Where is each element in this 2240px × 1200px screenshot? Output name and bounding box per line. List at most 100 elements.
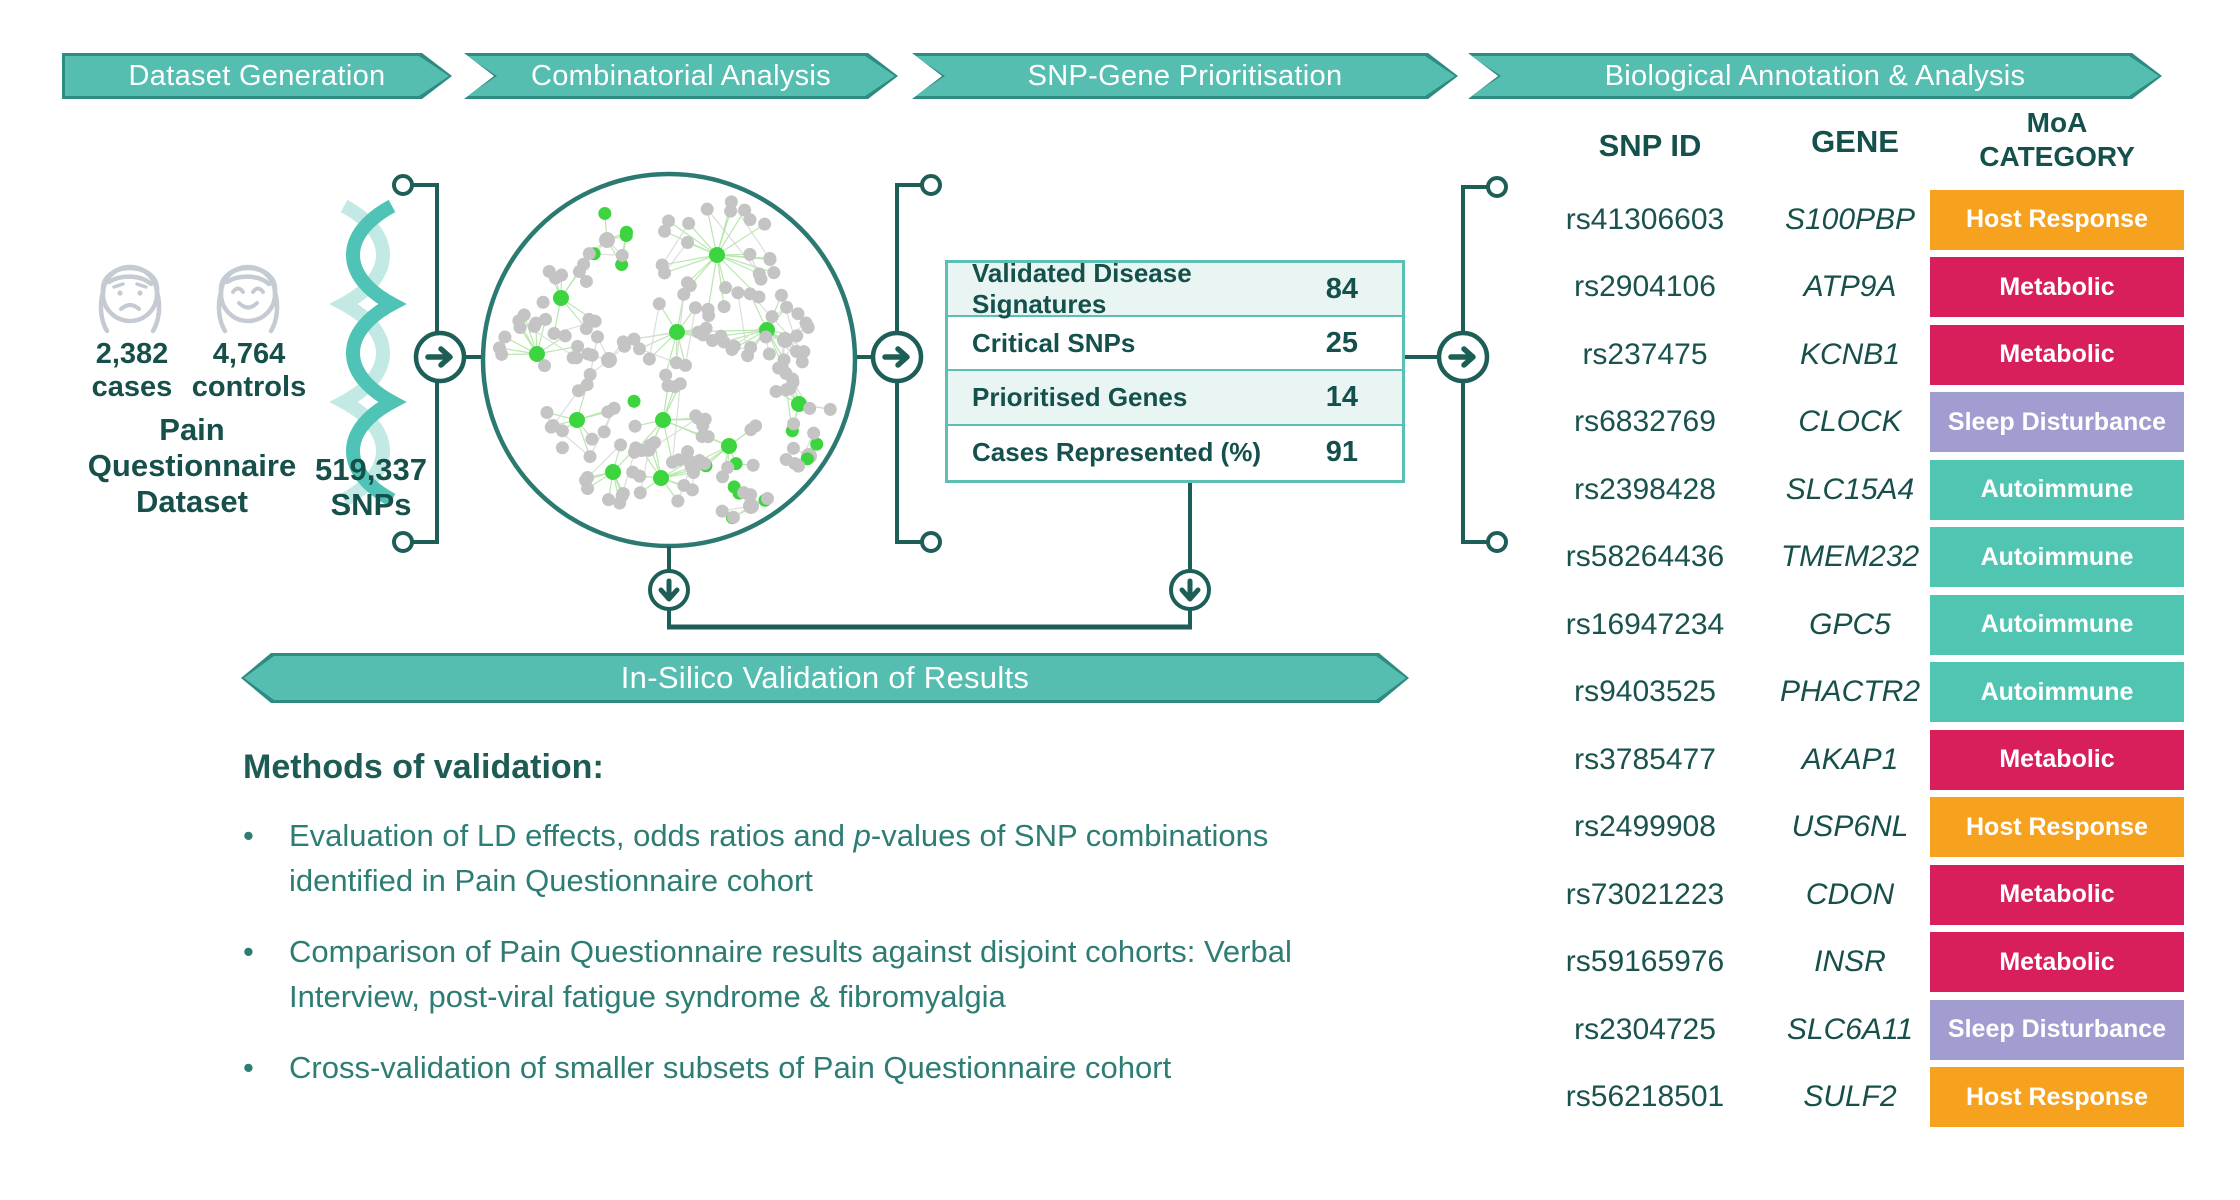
dataset-name-line1: Pain Questionnaire <box>87 412 297 483</box>
banner-fill <box>1471 56 2159 96</box>
snp-id: rs6832769 <box>1574 405 1716 439</box>
banner-label: In-Silico Validation of Results <box>620 660 1030 695</box>
snp-id: rs237475 <box>1582 337 1708 371</box>
snp-table-header-snp: SNP ID <box>1598 128 1702 163</box>
gene-name: CLOCK <box>1798 405 1902 439</box>
method-bullet: • Evaluation of LD effects, odds ratios a… <box>243 813 1323 903</box>
result-value: 84 <box>1325 272 1358 305</box>
snp-id: rs73021223 <box>1565 877 1725 911</box>
banner-label: SNP-Gene Prioritisation <box>1027 59 1343 92</box>
snp-count: 519,337 <box>314 452 428 487</box>
pipeline-step-combinatorial-analysis: Combinatorial Analysis <box>464 53 898 99</box>
snp-id: rs58264436 <box>1565 540 1725 574</box>
result-label: Prioritised Genes <box>972 381 1188 412</box>
methods-bullet-list: • Evaluation of LD effects, odds ratios a… <box>243 813 1323 1090</box>
moa-category-badge: Metabolic <box>1930 257 2184 318</box>
moa-category-badge: Metabolic <box>1930 729 2184 790</box>
gene-name: SLC15A4 <box>1785 472 1915 506</box>
snp-count-label: 519,337 SNPs <box>306 452 436 522</box>
result-label: Validated Disease Signatures <box>972 258 1192 320</box>
gene-name: USP6NL <box>1791 810 1909 844</box>
methods-heading: Methods of validation: <box>243 748 604 786</box>
result-value: 91 <box>1325 436 1358 469</box>
snp-table-row: rs73021223 CDON Metabolic <box>1520 861 2184 929</box>
snp-table-row: rs58264436 TMEM232 Autoimmune <box>1520 524 2184 592</box>
controls-count-label: 4,764 controls <box>186 338 312 404</box>
dataset-name-line2: Dataset <box>136 484 248 519</box>
gene-name: TMEM232 <box>1780 540 1920 574</box>
banner-label: Combinatorial Analysis <box>531 59 831 92</box>
result-row: Prioritised Genes 14 <box>948 371 1402 426</box>
result-value: 14 <box>1325 380 1358 413</box>
happy-face-icon <box>216 264 280 334</box>
snp-table-row: rs2499908 USP6NL Host Response <box>1520 794 2184 862</box>
moa-header-line1: MoA <box>2026 107 2088 138</box>
sad-face-icon <box>98 264 162 334</box>
bullet-text: Evaluation of LD effects, odds ratios an… <box>289 818 1269 898</box>
moa-category-badge: Autoimmune <box>1930 527 2184 588</box>
cases-count: 2,382 <box>95 338 169 370</box>
snp-id: rs56218501 <box>1565 1080 1725 1114</box>
gene-name: AKAP1 <box>1801 742 1899 776</box>
cases-count-label: 2,382 cases <box>72 338 192 404</box>
moa-header-line2: CATEGORY <box>1979 141 2135 172</box>
gene-name: SULF2 <box>1803 1080 1897 1114</box>
snp-id: rs2304725 <box>1574 1012 1716 1046</box>
gene-name: CDON <box>1805 877 1895 911</box>
snp-id: rs3785477 <box>1574 742 1716 776</box>
gene-name: PHACTR2 <box>1779 675 1921 709</box>
banner-label: Dataset Generation <box>128 59 386 92</box>
snp-table-header-moa: MoA CATEGORY <box>1930 106 2184 174</box>
arrow-down-icon <box>648 569 690 611</box>
pipeline-step-biological-annotation: Biological Annotation & Analysis <box>1468 53 2162 99</box>
result-label: Cases Represented (%) <box>972 437 1261 468</box>
bullet-icon: • <box>243 818 254 853</box>
moa-category-badge: Autoimmune <box>1930 594 2184 655</box>
bullet-text: Cross-validation of smaller subsets of P… <box>289 1050 1172 1085</box>
moa-category-badge: Autoimmune <box>1930 662 2184 723</box>
result-value: 25 <box>1325 326 1358 359</box>
arrow-right-icon <box>870 330 924 384</box>
gene-name: SLC6A11 <box>1786 1012 1914 1046</box>
bullet-text: Comparison of Pain Questionnaire results… <box>289 934 1292 1014</box>
gene-name: GPC5 <box>1809 607 1891 641</box>
method-bullet: •Comparison of Pain Questionnaire result… <box>243 929 1323 1019</box>
moa-category-badge: Sleep Disturbance <box>1930 999 2184 1060</box>
moa-category-badge: Metabolic <box>1930 324 2184 385</box>
snp-word: SNPs <box>330 487 412 522</box>
pipeline-step-snp-gene-prioritisation: SNP-Gene Prioritisation <box>912 53 1458 99</box>
moa-category-badge: Metabolic <box>1930 864 2184 925</box>
snp-id: rs2499908 <box>1574 810 1716 844</box>
result-row: Validated Disease Signatures 84 <box>948 258 1402 319</box>
moa-category-badge: Metabolic <box>1930 932 2184 993</box>
arrow-right-icon <box>1436 330 1490 384</box>
moa-category-badge: Host Response <box>1930 189 2184 250</box>
dna-icon <box>329 199 407 507</box>
snp-table-row: rs2304725 SLC6A11 Sleep Disturbance <box>1520 996 2184 1064</box>
method-bullet: • Cross-validation of smaller subsets of … <box>243 1045 1323 1090</box>
banner-fill <box>915 56 1455 96</box>
bullet-icon: • <box>243 1050 254 1085</box>
snp-id: rs41306603 <box>1565 202 1725 236</box>
connector-validation <box>667 483 1192 630</box>
snp-id: rs59165976 <box>1565 945 1725 979</box>
moa-category-badge: Host Response <box>1930 797 2184 858</box>
dataset-name: Pain Questionnaire Dataset <box>58 412 326 520</box>
gene-name: INSR <box>1814 945 1886 979</box>
controls-word: controls <box>191 371 307 403</box>
snp-id: rs2904106 <box>1574 270 1716 304</box>
banner-fill <box>467 56 895 96</box>
snp-id: rs2398428 <box>1574 472 1716 506</box>
result-row: Cases Represented (%) 91 <box>948 426 1402 480</box>
